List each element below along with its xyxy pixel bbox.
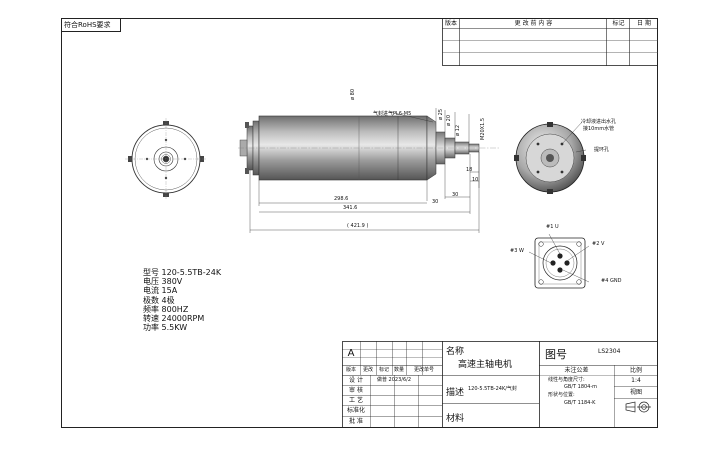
title-block-grid: [342, 341, 658, 428]
tb-tol-line3: 形状与位置:: [548, 392, 575, 398]
connector-pin-4: #4 GND: [601, 278, 622, 284]
revision-header-date: 日 期: [637, 19, 651, 27]
title-block: A 版本 更改 标记 数量 更改单号 设 计 做普 2023/6/2 审 核 工…: [342, 341, 658, 428]
connector-pin-3: #3 W: [510, 248, 524, 254]
dim-30-a: 30: [452, 192, 459, 198]
tb-col-change-no: 更改单号: [413, 367, 434, 373]
lift-hole-label: 提环孔: [594, 147, 610, 153]
dim-dia-80: ø 80: [350, 88, 356, 100]
cooling-label: 冷却液进出水孔: [581, 119, 617, 125]
dim-m20: M20X1.5: [480, 117, 486, 140]
tb-material-label: 材料: [446, 414, 465, 424]
spec-frequency: 频率 800HZ: [143, 304, 189, 314]
tb-drawing-no: LS2304: [598, 348, 621, 355]
dim-30-b: 30: [432, 199, 439, 205]
tb-desc-value: 120-5.5TB-24K/气封: [468, 386, 517, 392]
revision-table-grid: [442, 18, 658, 66]
tb-scale-label: 比例: [629, 366, 642, 374]
projection-symbol-icon: [625, 401, 651, 413]
spec-voltage: 电压 380V: [143, 277, 183, 287]
dim-298: 298.6: [334, 196, 349, 202]
tb-approve-label: 批 准: [349, 418, 363, 425]
connector-pin-1: #1 U: [546, 224, 559, 230]
dim-dia-12: ø 12: [455, 124, 461, 136]
spec-model: 型号 120-5.5TB-24K: [143, 268, 222, 277]
tb-tol-line4: GB/T 1184-K: [564, 400, 596, 406]
tb-tol-line2: GB/T 1804-m: [564, 384, 598, 390]
revision-header-content: 更 改 前 内 容: [514, 19, 553, 27]
tb-design-info: 做普 2023/6/2: [376, 377, 412, 383]
dim-18: 18: [466, 167, 473, 173]
side-view: [238, 108, 500, 233]
tb-tol-line1: 线性与角度尺寸:: [548, 377, 585, 383]
tb-col-mark: 标记: [378, 367, 389, 373]
revision-letter: A: [347, 347, 355, 359]
tb-col-version: 版本: [345, 367, 356, 373]
rohs-note: 符合RoHS要求: [61, 18, 121, 32]
tb-unmarked-tol: 未注公差: [564, 366, 589, 374]
front-view: [125, 118, 207, 200]
spec-current: 电流 15A: [143, 286, 178, 296]
revision-header-mark: 标记: [612, 19, 625, 27]
tb-design-label: 设 计: [349, 376, 363, 384]
tb-standard-label: 标准化: [346, 407, 365, 414]
dim-10: 10: [472, 177, 479, 183]
spec-list: 型号 120-5.5TB-24K 电压 380V 电流 15A 极数 4极 频率…: [143, 268, 221, 332]
tb-name-label: 名称: [446, 347, 465, 357]
revision-header-version: 版本: [444, 19, 457, 27]
connector-pin-2: #2 V: [592, 241, 605, 247]
spec-power: 功率 5.5KW: [143, 323, 188, 333]
dim-dia-20: ø 20: [446, 114, 452, 126]
tb-view-label: 视图: [629, 388, 642, 396]
dim-dia-25: ø 25: [438, 108, 444, 120]
revision-table: 版本 更 改 前 内 容 标记 日 期: [442, 18, 658, 66]
tb-review-label: 审 核: [349, 386, 363, 394]
tb-scale-value: 1:4: [631, 377, 641, 384]
tb-desc-label: 描述: [446, 388, 465, 398]
spec-poles: 极数 4极: [143, 295, 175, 305]
tb-process-label: 工 艺: [349, 396, 363, 404]
connector-view: [528, 233, 590, 289]
tb-name-value: 高速主轴电机: [458, 360, 513, 370]
tb-col-change: 更改: [362, 367, 373, 373]
dim-341: 341.6: [343, 205, 358, 211]
tb-col-qty: 数量: [393, 367, 404, 373]
rear-view: [514, 121, 587, 194]
air-seal-label: 气封进气PL6-M5: [373, 111, 412, 117]
spec-speed: 转速 24000RPM: [143, 314, 205, 324]
dim-421: ( 421.9 ): [347, 223, 369, 229]
cooling-sub-label: 接10mm水管: [583, 126, 615, 132]
tb-drawing-no-label: 图号: [545, 348, 567, 361]
